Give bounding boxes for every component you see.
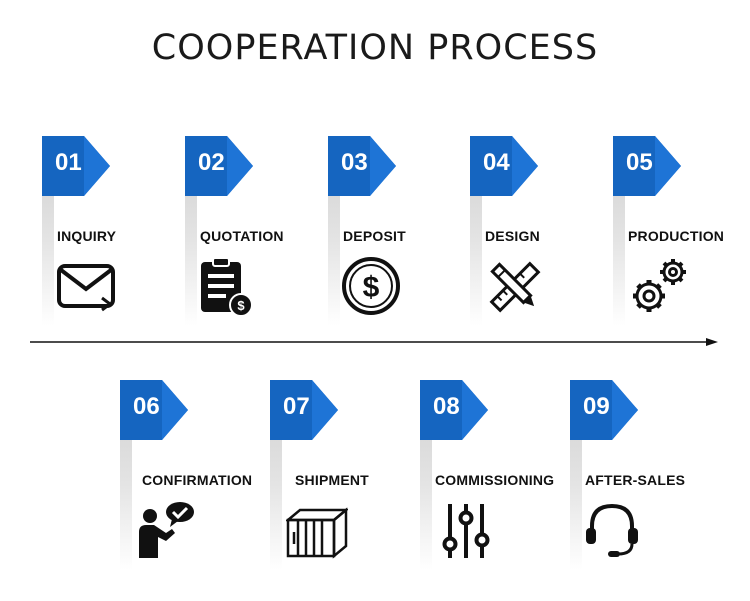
timeline-arrow (30, 338, 718, 346)
step-deposit: 03 DEPOSIT $ (328, 136, 458, 326)
step-number: 02 (198, 149, 225, 176)
dollar-coin-icon: $ (342, 257, 400, 315)
step-quotation: 02 QUOTATION $ (185, 136, 315, 326)
step-inquiry: 01 INQUIRY (42, 136, 172, 326)
step-label: QUOTATION (200, 228, 284, 244)
step-number: 07 (283, 393, 310, 420)
step-after-sales: 09 AFTER-SALES (570, 380, 700, 570)
step-number-badge: 06 (120, 380, 190, 440)
step-production: 05 PRODUCTION (613, 136, 743, 326)
step-label: COMMISSIONING (435, 472, 555, 488)
step-confirmation: 06 CONFIRMATION (120, 380, 253, 570)
step-number-badge: 03 (328, 136, 398, 196)
pencil-ruler-icon (489, 261, 541, 313)
step-label: INQUIRY (57, 228, 117, 244)
container-icon (286, 507, 348, 559)
envelope-icon (57, 264, 115, 312)
step-label: CONFIRMATION (142, 472, 253, 488)
step-number: 05 (626, 149, 653, 176)
headset-icon (586, 503, 638, 557)
step-label: AFTER-SALES (585, 472, 686, 488)
step-number: 09 (583, 393, 610, 420)
clipboard-dollar-icon: $ (201, 257, 253, 317)
sliders-icon (442, 504, 490, 558)
step-number: 04 (483, 149, 510, 176)
step-number-badge: 01 (42, 136, 112, 196)
step-number: 01 (55, 149, 82, 176)
step-number: 03 (341, 149, 368, 176)
step-label: DEPOSIT (343, 228, 406, 244)
step-number-badge: 08 (420, 380, 490, 440)
step-number-badge: 07 (270, 380, 340, 440)
step-label: DESIGN (485, 228, 540, 244)
step-number: 06 (133, 393, 160, 420)
step-number-badge: 02 (185, 136, 255, 196)
svg-text:$: $ (363, 271, 380, 304)
page-title: COOPERATION PROCESS (151, 28, 599, 68)
person-check-icon (139, 502, 194, 558)
step-shipment: 07 SHIPMENT (270, 380, 400, 570)
step-commissioning: 08 COMMISSIONING (420, 380, 554, 570)
step-label: PRODUCTION (628, 228, 725, 244)
step-label: SHIPMENT (295, 472, 369, 488)
svg-text:$: $ (237, 298, 245, 313)
step-number: 08 (433, 393, 460, 420)
step-design: 04 DESIGN (470, 136, 600, 326)
gears-icon (633, 259, 686, 312)
step-number-badge: 05 (613, 136, 683, 196)
step-number-badge: 09 (570, 380, 640, 440)
step-number-badge: 04 (470, 136, 540, 196)
